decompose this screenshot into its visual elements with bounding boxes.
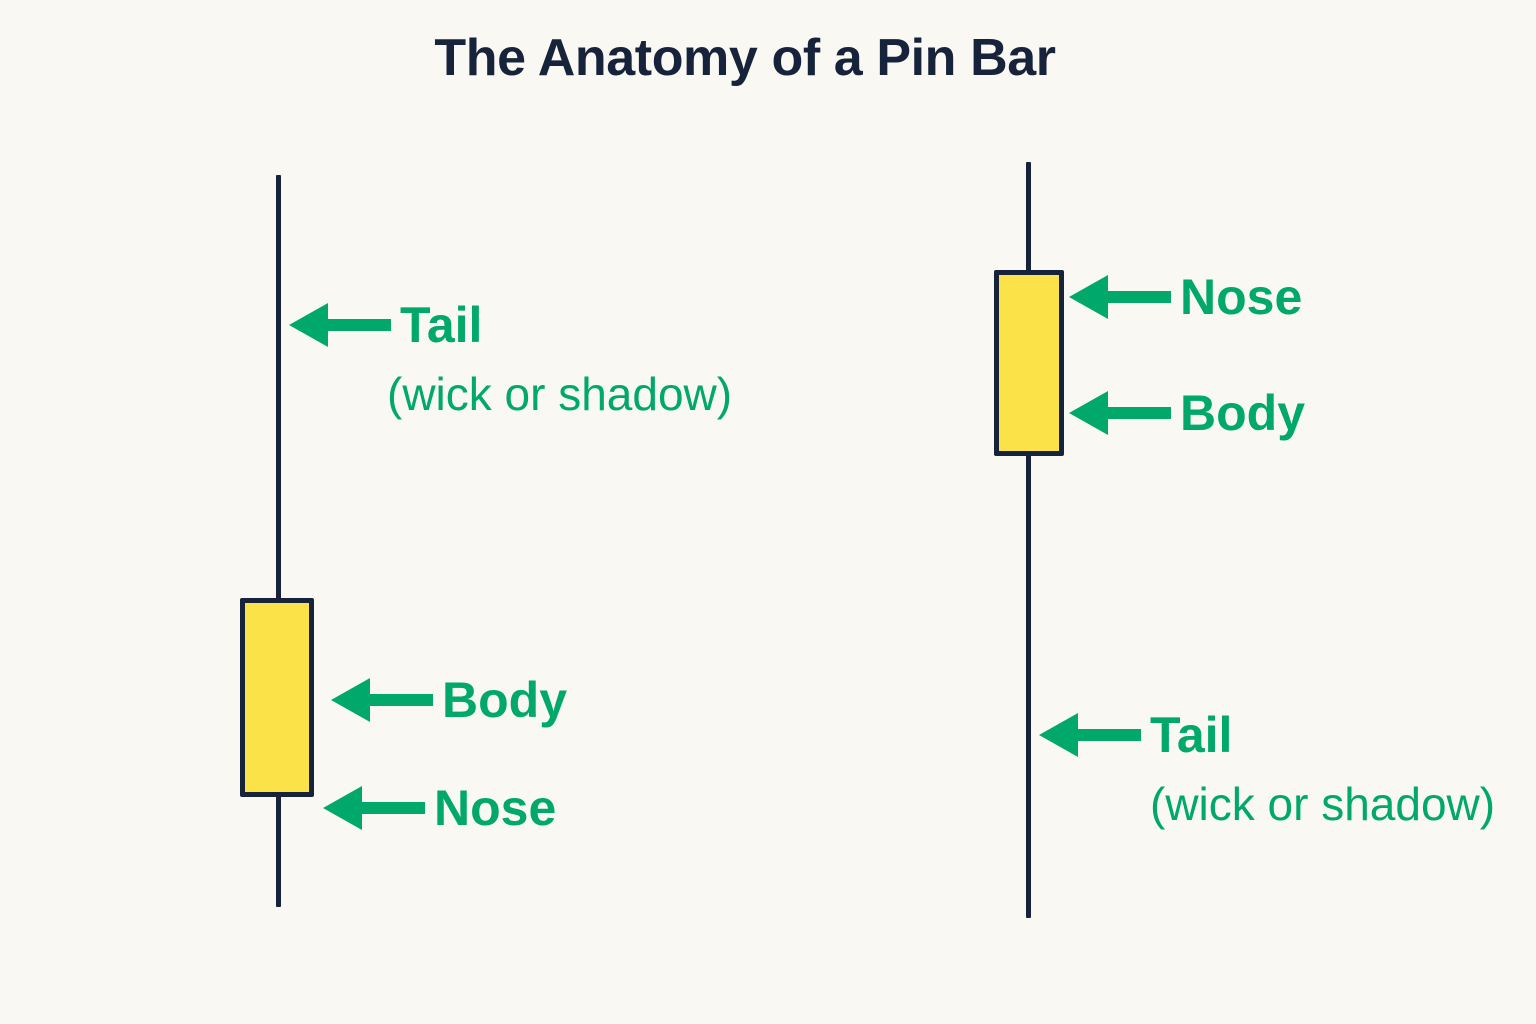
annotation-right-nose: Nose bbox=[1068, 269, 1302, 325]
arrow-left-icon bbox=[1069, 275, 1171, 319]
annotation-left-tail: Tail bbox=[288, 297, 482, 353]
arrow-left-icon bbox=[1039, 713, 1141, 757]
annotation-right-body: Body bbox=[1068, 385, 1305, 441]
right-candle-body bbox=[994, 270, 1064, 456]
annotation-right-nose-label: Nose bbox=[1180, 269, 1303, 325]
left-candle-wick bbox=[276, 175, 281, 907]
annotation-left-body: Body bbox=[330, 672, 567, 728]
arrow-left-icon bbox=[289, 303, 391, 347]
left-candle-body bbox=[240, 598, 314, 797]
annotation-left-body-label: Body bbox=[442, 672, 567, 728]
right-candle-wick bbox=[1026, 162, 1031, 918]
annotation-right-tail-label: Tail bbox=[1150, 707, 1233, 763]
annotation-left-nose-label: Nose bbox=[434, 780, 557, 836]
annotation-right-tail: Tail bbox=[1038, 707, 1232, 763]
page-title: The Anatomy of a Pin Bar bbox=[434, 29, 1056, 87]
arrow-left-icon bbox=[331, 678, 433, 722]
arrow-left-icon bbox=[1069, 391, 1171, 435]
annotation-left-tail-sublabel: (wick or shadow) bbox=[387, 368, 733, 420]
annotation-left-tail-label: Tail bbox=[400, 297, 483, 353]
annotation-right-body-label: Body bbox=[1180, 385, 1305, 441]
annotation-right-tail-sublabel: (wick or shadow) bbox=[1150, 778, 1496, 830]
annotation-left-nose: Nose bbox=[322, 780, 556, 836]
arrow-left-icon bbox=[323, 786, 425, 830]
